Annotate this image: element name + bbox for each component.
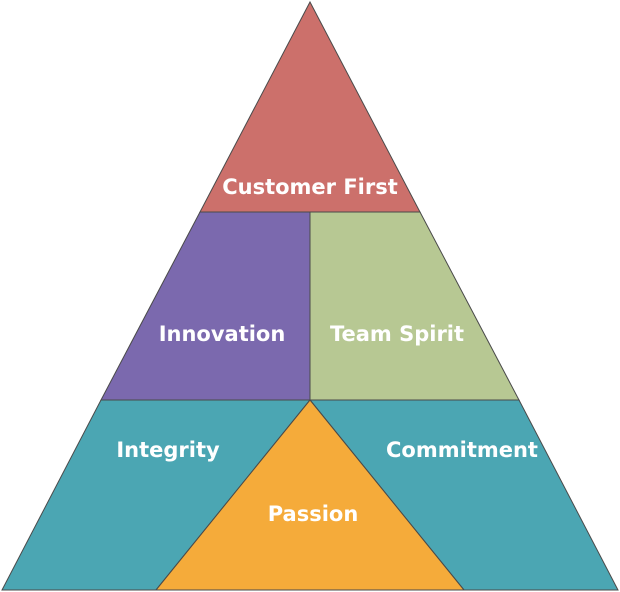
label-team-spirit: Team Spirit: [330, 322, 464, 346]
segment-team-spirit: [309, 211, 520, 401]
label-customer-first: Customer First: [222, 175, 398, 199]
label-innovation: Innovation: [159, 322, 286, 346]
label-integrity: Integrity: [116, 438, 220, 462]
segment-passion: [154, 399, 466, 591]
label-passion: Passion: [268, 502, 359, 526]
label-commitment: Commitment: [386, 438, 538, 462]
segment-innovation: [100, 211, 311, 401]
